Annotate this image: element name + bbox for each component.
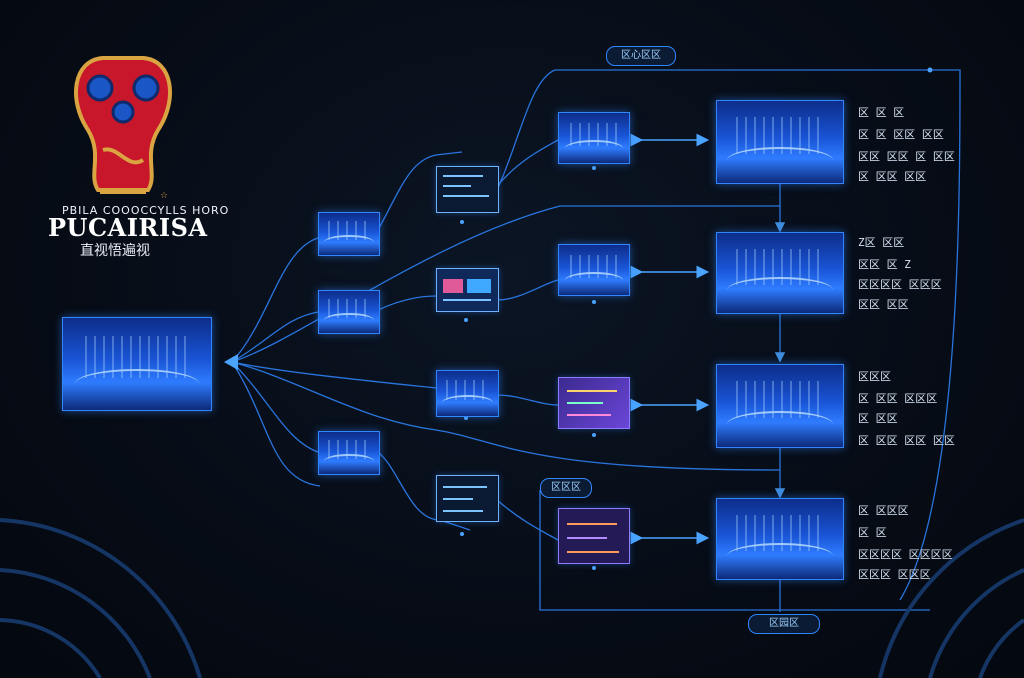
note-line: 区区区区 区区区 xyxy=(858,278,942,291)
stage4-screen-2[interactable] xyxy=(716,232,844,314)
stage3-purple-panel[interactable] xyxy=(558,377,630,429)
logo-mark-text: ☆ xyxy=(160,191,168,201)
note-line: 区 区区区 xyxy=(858,504,909,517)
note-line: 区 区 区区 区区 xyxy=(858,128,944,141)
hub-stadium-screen[interactable] xyxy=(62,317,212,411)
note-line: 区 区区 区区 区区 xyxy=(858,434,955,447)
stage2-dashboard-panel-2[interactable] xyxy=(436,268,499,312)
stage1-screen-4[interactable] xyxy=(436,370,499,417)
stage2-dashboard-panel-1[interactable] xyxy=(436,166,499,213)
stage1-screen-2[interactable] xyxy=(318,290,380,334)
note-line: 区 区区 区区区 xyxy=(858,392,938,405)
bottom-label-pill: 区园区 xyxy=(748,614,820,634)
stage3-screen-1[interactable] xyxy=(558,112,630,164)
stage4-screen-4[interactable] xyxy=(716,498,844,580)
stage2-dashboard-panel-3[interactable] xyxy=(436,475,499,522)
top-label-pill: 区心区区 xyxy=(606,46,676,66)
logo-sub-text: 直视悟遍视 xyxy=(80,243,150,259)
note-line: 区区 区区 xyxy=(858,298,909,311)
note-line: 区 区 区 xyxy=(858,106,905,119)
note-line: 区 区区 xyxy=(858,412,898,425)
stage4-screen-1[interactable] xyxy=(716,100,844,184)
logo-main-text: PUCAIRISA xyxy=(48,213,208,242)
logo-small-text: PBILA COOOCCYLLS HORO xyxy=(62,204,230,217)
note-line: 区区区区 区区区区 xyxy=(858,548,953,561)
stage3-screen-2[interactable] xyxy=(558,244,630,296)
note-line: 区 区 xyxy=(858,526,887,539)
stage3-violet-panel[interactable] xyxy=(558,508,630,564)
note-line: 区区区 区区区 xyxy=(858,568,931,581)
middle-label-pill: 区区区 xyxy=(540,478,592,498)
world-cup-trophy-logo: ☆ xyxy=(74,56,172,201)
stage1-screen-1[interactable] xyxy=(318,212,380,256)
note-line: 区区 区区 区 区区 xyxy=(858,150,955,163)
note-line: 区 区区 区区 xyxy=(858,170,927,183)
stage1-screen-3[interactable] xyxy=(318,431,380,475)
note-line: Z区 区区 xyxy=(858,236,905,249)
stage4-screen-3[interactable] xyxy=(716,364,844,448)
note-line: 区区 区 Z xyxy=(858,258,911,271)
note-line: 区区区 xyxy=(858,370,891,383)
